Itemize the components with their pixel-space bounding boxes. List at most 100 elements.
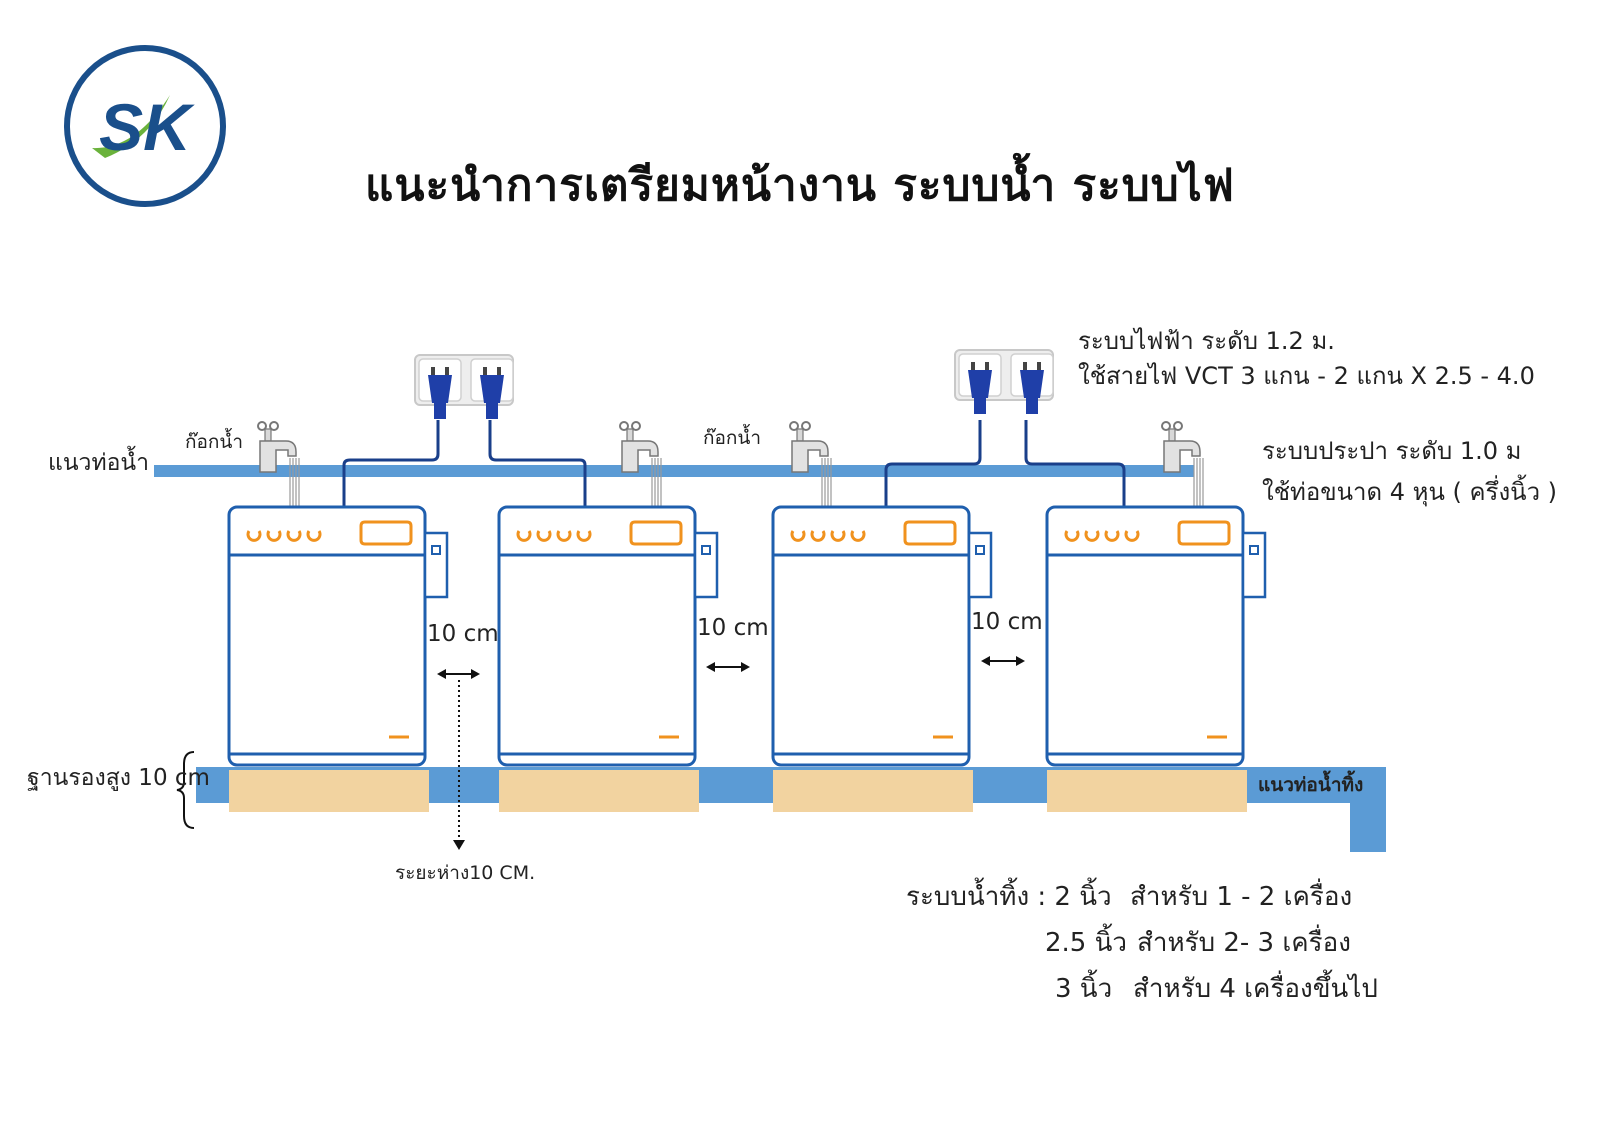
wall-distance-arrow-head [453, 840, 465, 850]
control-knob [536, 530, 552, 542]
gap-arrow [706, 662, 750, 672]
control-knob [556, 530, 572, 542]
plug-neck [434, 403, 446, 419]
machine-side-box [423, 531, 449, 599]
faucet-icon [789, 421, 832, 506]
faucet-icon [257, 421, 300, 506]
faucet-body [259, 440, 297, 473]
machine-body [771, 505, 971, 767]
control-knob [1064, 530, 1080, 542]
gap-arrow [437, 669, 480, 679]
electric-cable-label: ใช้สายไฟ VCT 3 แกน - 2 แกน X 2.5 - 4.0 [1078, 362, 1535, 390]
plumbing-level-label: ระบบประปา ระดับ 1.0 ม [1262, 437, 1522, 465]
control-display [903, 520, 957, 546]
gap-arrow-head [981, 656, 990, 666]
machine-base-pad [499, 770, 699, 812]
water-line-label: แนวท่อน้ำ [48, 450, 150, 476]
power-cable [342, 420, 440, 507]
socket-slot [1037, 362, 1041, 372]
faucet-stem [264, 428, 272, 442]
logo-lettering: SK [99, 90, 195, 164]
control-knob [516, 530, 532, 542]
socket-slot [431, 367, 435, 377]
faucet-handle [269, 421, 279, 431]
machine-side-button [1249, 545, 1259, 555]
faucet-body [621, 440, 659, 473]
machine-side-button [975, 545, 985, 555]
faucet-label-2: ก๊อกน้ำ [703, 427, 762, 449]
drain-spec-size-3: 3 นิ้ว [1055, 974, 1113, 1004]
machine-side-box [693, 531, 719, 599]
control-knob [246, 530, 262, 542]
socket-slot [971, 362, 975, 372]
faucet-body [791, 440, 829, 473]
faucet-stem [626, 428, 634, 442]
drain-spec-use-3: สำหรับ 4 เครื่องขึ้นไป [1133, 974, 1378, 1004]
control-knob [266, 530, 282, 542]
faucet-handle [631, 421, 641, 431]
plug-head [428, 375, 452, 403]
machine-base-pad [1047, 770, 1247, 812]
power-socket-panel [414, 354, 514, 419]
washing-machine [497, 505, 719, 767]
drain-spec-use-2: สำหรับ 2- 3 เครื่อง [1137, 928, 1351, 958]
plug-head [968, 370, 992, 398]
socket-slot [445, 367, 449, 377]
faucet-icon [619, 421, 662, 506]
faucet-handle [1173, 421, 1183, 431]
gap-arrow-head [741, 662, 750, 672]
socket-slot [985, 362, 989, 372]
machine-base-pad [773, 770, 973, 812]
socket-slot [497, 367, 501, 377]
drain-pipe-outlet [1350, 767, 1386, 852]
plumbing-pipe-label: ใช้ท่อขนาด 4 หุน ( ครึ่งนิ้ว ) [1262, 478, 1558, 506]
control-knob [306, 530, 322, 542]
drain-spec-use-1: สำหรับ 1 - 2 เครื่อง [1130, 882, 1353, 912]
gap-arrow-head [437, 669, 446, 679]
control-knob [1104, 530, 1120, 542]
control-display [629, 520, 683, 546]
socket-slot [483, 367, 487, 377]
power-cable [884, 420, 982, 507]
faucet-handle [1161, 421, 1171, 431]
gap-label-3: 10 cm [971, 609, 1043, 635]
machine-side-box [1241, 531, 1267, 599]
base-height-brace [176, 751, 195, 829]
control-knob [810, 530, 826, 542]
gap-arrow-head [1016, 656, 1025, 666]
faucet-body [1163, 440, 1201, 473]
gap-arrow [981, 656, 1025, 666]
faucet-handle [801, 421, 811, 431]
drain-spec-heading: ระบบน้ำทิ้ง : 2 นิ้ว [906, 882, 1112, 912]
machine-body [227, 505, 427, 767]
gap-arrow-head [471, 669, 480, 679]
machine-body [497, 505, 697, 767]
faucet-handle [619, 421, 629, 431]
drain-line-label: แนวท่อน้ำทิ้ง [1258, 774, 1364, 796]
washing-machine [1045, 505, 1267, 767]
faucet-icon [1161, 421, 1204, 506]
machine-side-button [701, 545, 711, 555]
machine-side-box [967, 531, 993, 599]
sk-logo: SK [64, 45, 226, 207]
control-knob [850, 530, 866, 542]
drain-spec-size-2: 2.5 นิ้ว [1045, 928, 1127, 958]
faucet-handle [789, 421, 799, 431]
control-display [359, 520, 413, 546]
faucet-handle [257, 421, 267, 431]
power-cable [1024, 420, 1126, 507]
faucet-stem [796, 428, 804, 442]
washing-machine [771, 505, 993, 767]
plug-head [1020, 370, 1044, 398]
control-knob [576, 530, 592, 542]
plug-neck [974, 398, 986, 414]
control-knob [830, 530, 846, 542]
power-socket-panel [954, 349, 1054, 414]
control-knob [286, 530, 302, 542]
power-cable [488, 420, 587, 507]
gap-label-2: 10 cm [697, 615, 769, 641]
page-title: แนะนำการเตรียมหน้างาน ระบบน้ำ ระบบไฟ [365, 160, 1235, 211]
wall-distance-label: ระยะห่าง10 CM. [395, 862, 536, 884]
machine-body [1045, 505, 1245, 767]
